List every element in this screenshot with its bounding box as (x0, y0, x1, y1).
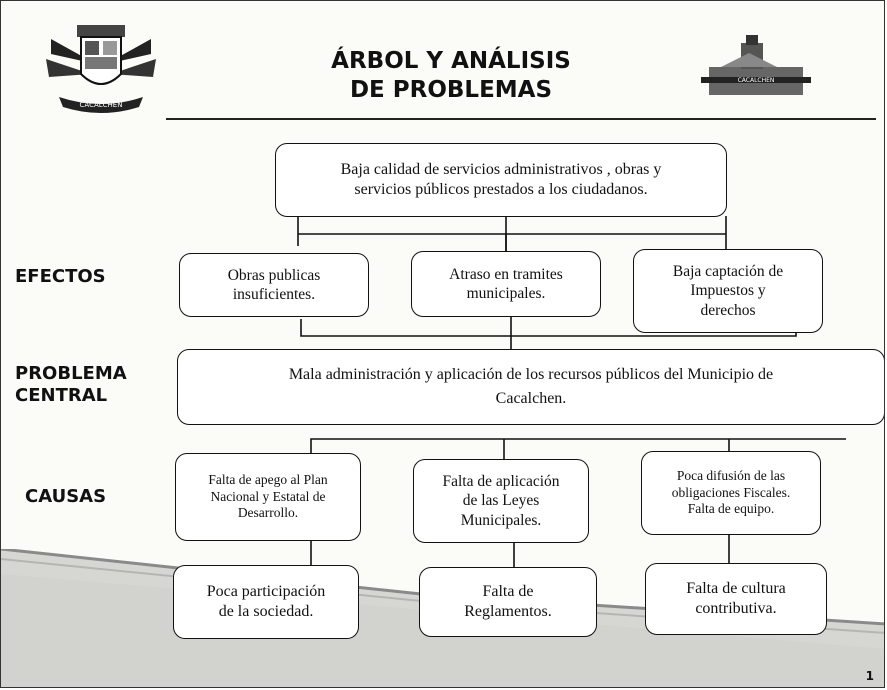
root-line-2: servicios públicos prestados a los ciuda… (354, 181, 648, 198)
label-problema-line-2: CENTRAL (15, 384, 108, 406)
effect-2-line-1: Atraso en tramites (449, 265, 563, 283)
effect-1-line-2: insuficientes. (232, 286, 316, 303)
label-efectos: EFECTOS (15, 266, 106, 287)
effect-1-line-1: Obras publicas (227, 266, 321, 284)
cause-box-1: Falta de apego al Plan Nacional y Estata… (175, 453, 361, 541)
root-cause-1-line-1: Poca participación (206, 583, 326, 600)
effect-3-line-3: derechos (700, 301, 756, 319)
effect-2-line-2: municipales. (466, 285, 546, 302)
title-line-1: ÁRBOL Y ANÁLISIS (331, 48, 571, 74)
title-line-2: DE PROBLEMAS (349, 76, 553, 103)
effect-3-line-2: Impuestos y (690, 282, 766, 300)
root-cause-box-3: Falta de cultura contributiva. (645, 563, 827, 635)
cause-3-line-1: Poca difusión de las (676, 467, 786, 483)
central-line-1: Mala administración y aplicación de los … (288, 366, 774, 383)
root-cause-3-line-2: contributiva. (695, 600, 777, 617)
cause-2-line-3: Municipales. (460, 511, 542, 529)
cause-3-line-2: obligaciones Fiscales. (671, 484, 791, 500)
root-line-1: Baja calidad de servicios administrativo… (340, 161, 662, 178)
cause-box-3: Poca difusión de las obligaciones Fiscal… (641, 451, 821, 535)
root-problem-box: Baja calidad de servicios administrativo… (275, 143, 727, 217)
root-cause-1-line-2: de la sociedad. (218, 603, 314, 620)
effect-box-1: Obras publicas insuficientes. (179, 253, 369, 317)
effect-box-2: Atraso en tramites municipales. (411, 251, 601, 317)
coat-of-arms-ribbon-text: CACALCHEN (80, 101, 123, 109)
effect-3-line-1: Baja captación de (672, 262, 784, 280)
label-causas: CAUSAS (25, 486, 107, 507)
root-cause-2-line-1: Falta de (482, 583, 534, 600)
effect-box-3: Baja captación de Impuestos y derechos (633, 249, 823, 333)
label-problema-central: PROBLEMA CENTRAL (15, 363, 127, 406)
page-title: ÁRBOL Y ANÁLISIS DE PROBLEMAS (306, 47, 596, 105)
cause-3-line-3: Falta de equipo. (687, 501, 775, 517)
cause-1-line-2: Nacional y Estatal de (210, 488, 326, 504)
label-problema-line-1: PROBLEMA (15, 363, 127, 384)
root-cause-2-line-2: Reglamentos. (464, 603, 552, 620)
central-problem-box: Mala administración y aplicación de los … (177, 349, 884, 425)
title-rule (166, 118, 876, 120)
cause-box-2: Falta de aplicación de las Leyes Municip… (413, 459, 589, 543)
central-line-2: Cacalchen. (495, 390, 567, 407)
root-cause-box-1: Poca participación de la sociedad. (173, 565, 359, 639)
root-cause-box-2: Falta de Reglamentos. (419, 567, 597, 637)
coat-of-arms-logo: CACALCHEN (46, 25, 156, 113)
cause-2-line-1: Falta de aplicación (442, 472, 560, 490)
cause-2-line-2: de las Leyes (462, 492, 540, 510)
root-cause-3-line-1: Falta de cultura (686, 580, 786, 597)
page-number: 1 (865, 669, 874, 683)
church-logo-text: CACALCHEN (738, 77, 775, 84)
church-logo: CACALCHEN (701, 35, 811, 95)
cause-1-line-3: Desarrollo. (237, 505, 299, 521)
cause-1-line-1: Falta de apego al Plan (208, 471, 328, 487)
